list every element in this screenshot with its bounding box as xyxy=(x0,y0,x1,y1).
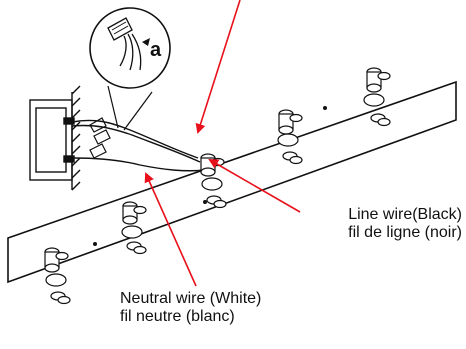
callout-letter: a xyxy=(150,39,162,61)
line-wire-label-fr: fil de ligne (noir) xyxy=(348,224,462,241)
top-arrow xyxy=(195,0,241,134)
wall-junction-box xyxy=(29,85,81,191)
line-wire-arrow xyxy=(208,158,301,213)
line-wire-label-en: Line wire(Black) xyxy=(348,206,462,223)
bolt-2 xyxy=(277,109,303,165)
pointer-arrows xyxy=(144,0,301,287)
mounting-plate xyxy=(7,80,457,284)
plate-holes xyxy=(93,106,327,246)
neutral-wire-label: Neutral wire (White) fil neutre (blanc) xyxy=(120,290,261,326)
neutral-wire-label-en: Neutral wire (White) xyxy=(120,290,262,307)
callout-leaders xyxy=(107,85,153,131)
bolt-5 xyxy=(44,247,71,305)
bolt-3 xyxy=(200,153,227,209)
magnified-callout: a xyxy=(89,7,171,89)
wire-nuts xyxy=(89,117,111,159)
bolt-1 xyxy=(363,67,391,127)
bolts xyxy=(44,67,391,305)
wires xyxy=(71,119,206,172)
neutral-wire-label-fr: fil neutre (blanc) xyxy=(120,308,235,325)
bolt-4 xyxy=(121,201,147,255)
line-wire-label: Line wire(Black) fil de ligne (noir) xyxy=(348,206,462,242)
neutral-wire-arrow xyxy=(144,172,197,287)
